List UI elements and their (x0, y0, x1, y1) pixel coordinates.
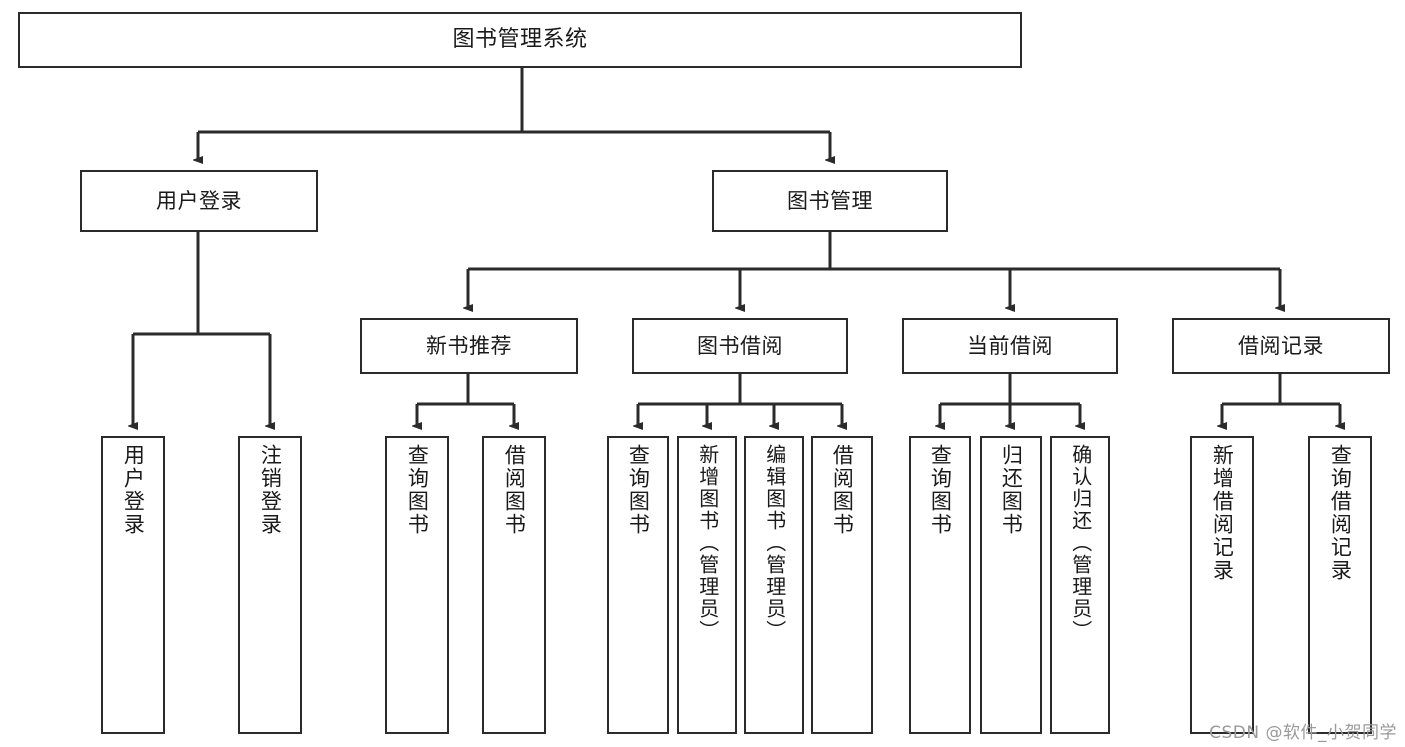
node-label: 图书管理系统 (452, 27, 588, 53)
node-current-borrow[interactable]: 当前借阅 (902, 318, 1118, 374)
leaf-user-login-login[interactable]: 用户登录 (101, 436, 165, 734)
leaf-book-borrow-add-book-admin[interactable]: 新增图书（管理员） (677, 436, 737, 734)
node-label: 新增借阅记录 (1210, 444, 1235, 582)
leaf-new-book-borrow-book[interactable]: 借阅图书 (482, 436, 546, 734)
node-label: 确认归还（管理员） (1068, 444, 1093, 642)
node-label: 借阅记录 (1238, 333, 1324, 358)
node-label: 当前借阅 (967, 333, 1053, 358)
node-label: 查询图书 (626, 444, 651, 536)
leaf-book-borrow-edit-book-admin[interactable]: 编辑图书（管理员） (744, 436, 804, 734)
node-label: 归还图书 (999, 444, 1024, 536)
node-user-login[interactable]: 用户登录 (80, 170, 318, 232)
node-label: 借阅图书 (830, 444, 855, 536)
leaf-user-login-logout[interactable]: 注销登录 (238, 436, 302, 734)
node-borrow-records[interactable]: 借阅记录 (1172, 318, 1390, 374)
leaf-current-borrow-query-book[interactable]: 查询图书 (909, 436, 971, 734)
node-new-book-recommend[interactable]: 新书推荐 (360, 318, 578, 374)
node-label: 查询图书 (405, 444, 430, 536)
leaf-book-borrow-query-book[interactable]: 查询图书 (607, 436, 669, 734)
node-book-management[interactable]: 图书管理 (712, 170, 948, 232)
node-label: 新书推荐 (426, 333, 512, 358)
leaf-new-book-query-book[interactable]: 查询图书 (385, 436, 449, 734)
node-label: 用户登录 (156, 188, 242, 213)
node-label: 注销登录 (258, 444, 283, 536)
leaf-current-borrow-return-book[interactable]: 归还图书 (980, 436, 1042, 734)
node-root-book-management-system[interactable]: 图书管理系统 (18, 12, 1022, 68)
csdn-watermark: CSDN @软件_小贺同学 (1209, 723, 1397, 743)
node-label: 用户登录 (121, 444, 146, 536)
node-label: 图书借阅 (697, 333, 783, 358)
node-book-borrow[interactable]: 图书借阅 (632, 318, 848, 374)
node-label: 新增图书（管理员） (695, 444, 720, 642)
node-label: 编辑图书（管理员） (762, 444, 787, 642)
leaf-book-borrow-borrow-book[interactable]: 借阅图书 (811, 436, 873, 734)
leaf-current-borrow-confirm-return-admin[interactable]: 确认归还（管理员） (1050, 436, 1110, 734)
leaf-borrow-record-add-record[interactable]: 新增借阅记录 (1190, 436, 1254, 734)
node-label: 查询借阅记录 (1328, 444, 1353, 582)
node-label: 查询图书 (928, 444, 953, 536)
node-label: 借阅图书 (502, 444, 527, 536)
node-label: 图书管理 (787, 188, 873, 213)
leaf-borrow-record-query-record[interactable]: 查询借阅记录 (1308, 436, 1372, 734)
